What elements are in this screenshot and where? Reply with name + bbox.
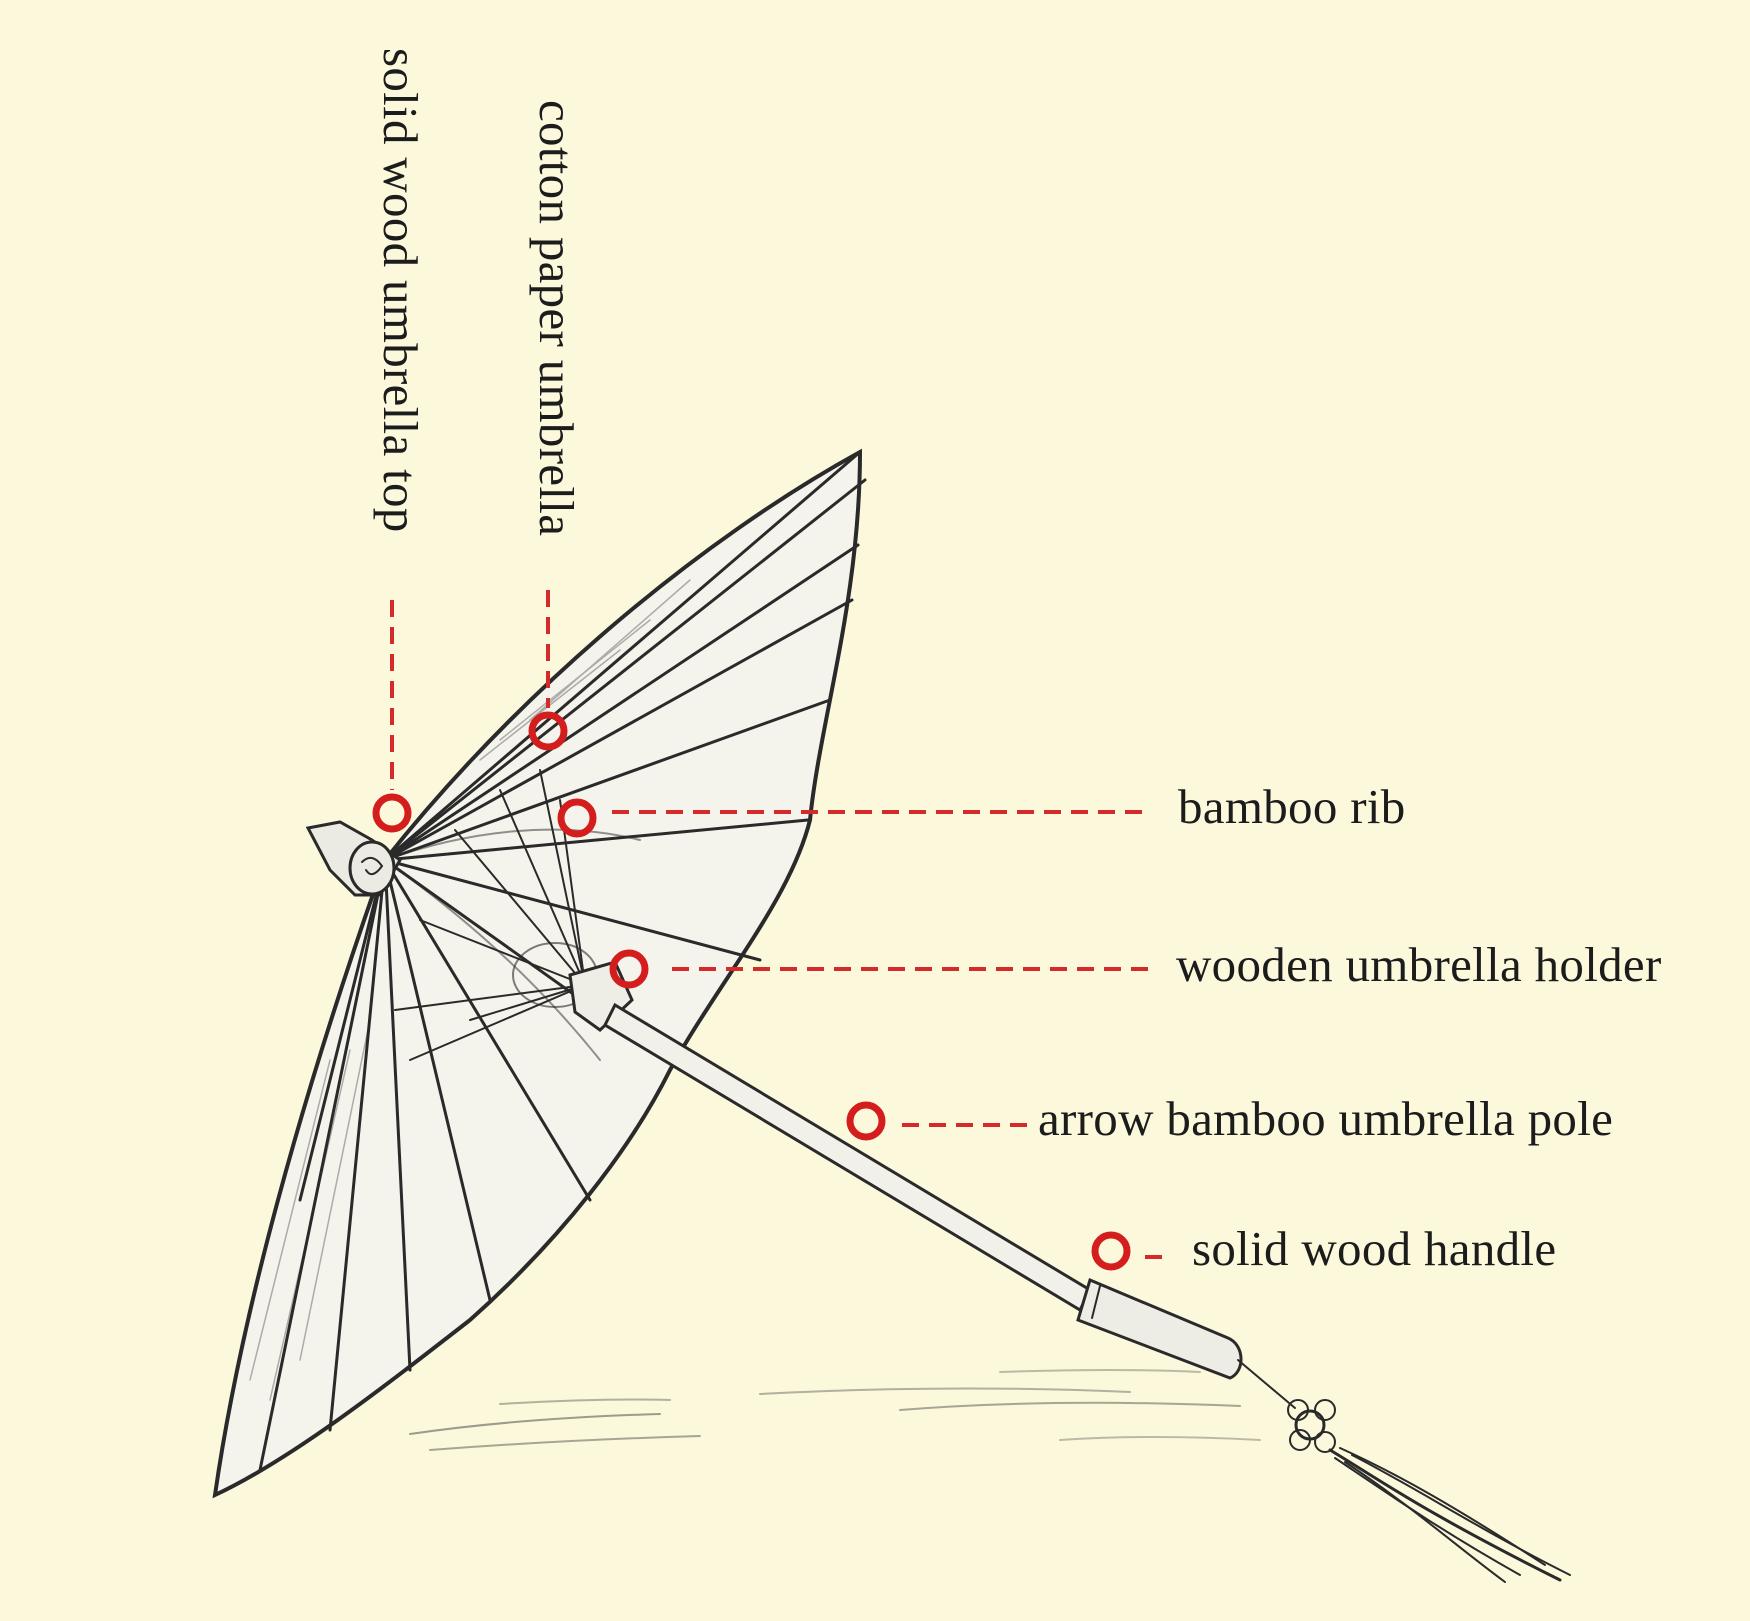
label-bamboo-rib: bamboo rib — [1178, 779, 1406, 834]
ground-shadow — [409, 1369, 1261, 1451]
marker-handle — [1091, 1231, 1131, 1271]
marker-paper — [528, 711, 568, 751]
tassel — [1237, 1359, 1571, 1583]
callout-markers — [372, 711, 1131, 1271]
marker-top — [372, 793, 412, 833]
canopy — [212, 448, 867, 1499]
marker-pole — [846, 1101, 886, 1141]
label-umbrella-holder: wooden umbrella holder — [1176, 937, 1662, 992]
umbrella-handle — [1076, 1277, 1243, 1380]
label-wood-handle: solid wood handle — [1192, 1221, 1557, 1276]
shading-hatch — [249, 579, 691, 1401]
marker-holder — [609, 949, 649, 989]
umbrella-pole — [603, 1002, 1092, 1313]
umbrella-top-finial — [305, 820, 402, 897]
bamboo-ribs — [258, 450, 867, 1472]
label-umbrella-top: solid wood umbrella top — [373, 48, 428, 533]
leader-lines — [390, 590, 1166, 1259]
label-cotton-paper: cotton paper umbrella — [529, 100, 584, 537]
marker-rib — [557, 798, 597, 838]
label-umbrella-pole: arrow bamboo umbrella pole — [1038, 1091, 1614, 1146]
